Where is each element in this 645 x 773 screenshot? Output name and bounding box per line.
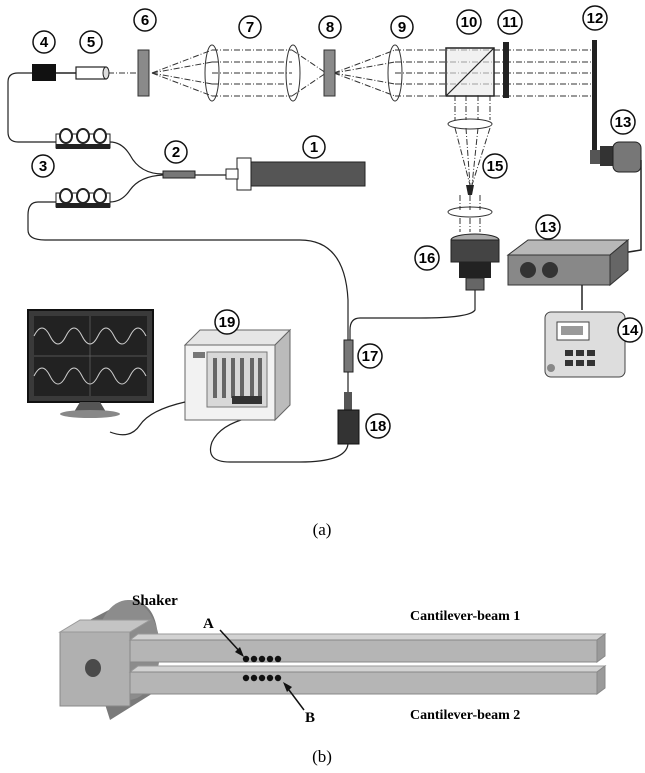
label-1: 1 — [302, 135, 326, 159]
svg-text:13: 13 — [540, 219, 557, 236]
component-11-plate — [503, 42, 509, 98]
label-15: 15 — [482, 153, 508, 179]
point-a-label: A — [203, 616, 214, 632]
fiber-2-3-top — [109, 141, 164, 175]
svg-text:17: 17 — [362, 348, 379, 365]
label-18: 18 — [365, 413, 391, 439]
svg-text:8: 8 — [326, 19, 334, 36]
component-3-upper-coil — [55, 128, 111, 149]
label-2: 2 — [164, 140, 188, 164]
measurement-points-b — [242, 674, 282, 682]
cable-19-to-monitor — [109, 401, 186, 436]
part-a-diagram: 1 2 3 4 5 6 7 8 9 10 11 12 13 13 14 15 1… — [7, 5, 643, 539]
label-6: 6 — [133, 8, 157, 32]
component-19-daq — [183, 328, 292, 422]
label-13-controller: 13 — [535, 214, 561, 240]
component-17-coupler — [343, 339, 354, 373]
component-7-lens-right — [285, 44, 301, 102]
cantilever-beam-1 — [128, 633, 607, 663]
pointer-arrow-a — [219, 629, 244, 657]
svg-text:9: 9 — [398, 19, 406, 36]
svg-text:3: 3 — [39, 158, 47, 175]
beam-lines — [108, 49, 592, 232]
fiber-16-17 — [349, 290, 476, 340]
label-14: 14 — [617, 317, 643, 343]
svg-text:2: 2 — [172, 144, 180, 161]
pointer-arrow-b — [283, 682, 305, 711]
svg-text:15: 15 — [487, 158, 504, 175]
label-16: 16 — [414, 245, 440, 271]
svg-text:4: 4 — [40, 34, 49, 51]
beam-1-label: Cantilever-beam 1 — [410, 609, 520, 624]
component-14-unit — [544, 311, 626, 378]
component-4-box — [32, 64, 56, 81]
component-2-coupler — [162, 170, 196, 179]
component-7-lens-left — [204, 44, 220, 102]
caption-a: (a) — [313, 520, 332, 539]
svg-text:11: 11 — [502, 14, 518, 31]
label-19: 19 — [214, 309, 240, 335]
label-3: 3 — [31, 154, 55, 178]
fiber-3-to-4 — [7, 72, 56, 143]
svg-text:10: 10 — [461, 14, 478, 31]
beam-2-label: Cantilever-beam 2 — [410, 708, 520, 723]
component-5-collimator — [75, 66, 110, 80]
component-3-lower-coil — [55, 188, 111, 208]
component-labels: 1 2 3 4 5 6 7 8 9 10 11 12 13 13 14 15 1… — [31, 5, 643, 439]
cable-18-to-19 — [209, 417, 349, 463]
svg-text:18: 18 — [370, 418, 387, 435]
label-5: 5 — [79, 30, 103, 54]
component-12-bar — [592, 40, 597, 160]
caption-b: (b) — [312, 747, 332, 766]
cantilever-beam-2 — [128, 665, 607, 695]
measurement-points-a — [242, 655, 282, 663]
component-6-plate — [137, 49, 150, 97]
component-13-sensor — [590, 141, 642, 173]
component-13-controller — [506, 238, 630, 287]
svg-text:14: 14 — [622, 322, 639, 339]
component-15-lens-bottom — [447, 206, 493, 218]
fiber-3-to-17 — [27, 201, 349, 340]
svg-text:12: 12 — [587, 10, 604, 27]
svg-text:7: 7 — [246, 19, 254, 36]
label-10: 10 — [456, 9, 482, 35]
svg-text:19: 19 — [219, 314, 236, 331]
monitor — [27, 309, 154, 418]
label-11: 11 — [497, 9, 523, 35]
label-12: 12 — [582, 5, 608, 31]
component-15-lens-top — [447, 118, 493, 130]
label-7: 7 — [238, 15, 262, 39]
svg-text:1: 1 — [310, 139, 318, 156]
label-4: 4 — [32, 30, 56, 54]
label-9: 9 — [390, 15, 414, 39]
component-16-detector — [450, 233, 500, 291]
component-15-pinhole — [466, 185, 474, 195]
component-10-beam-splitter — [445, 47, 495, 97]
svg-text:5: 5 — [87, 34, 95, 51]
component-18-detector — [337, 392, 360, 445]
svg-text:6: 6 — [141, 12, 149, 29]
part-b-diagram: Shaker A B Cantilever-beam 1 Cantilever-… — [58, 593, 607, 766]
svg-text:16: 16 — [419, 250, 436, 267]
label-8: 8 — [318, 15, 342, 39]
shaker-label: Shaker — [132, 593, 178, 609]
component-1-laser — [225, 157, 366, 191]
fiber-2-3-bottom — [109, 174, 164, 203]
label-17: 17 — [357, 343, 383, 369]
label-13-sensor: 13 — [610, 109, 636, 135]
svg-text:13: 13 — [615, 114, 632, 131]
point-b-label: B — [305, 710, 315, 726]
component-9-lens — [387, 44, 403, 102]
component-8-plate — [323, 49, 336, 97]
